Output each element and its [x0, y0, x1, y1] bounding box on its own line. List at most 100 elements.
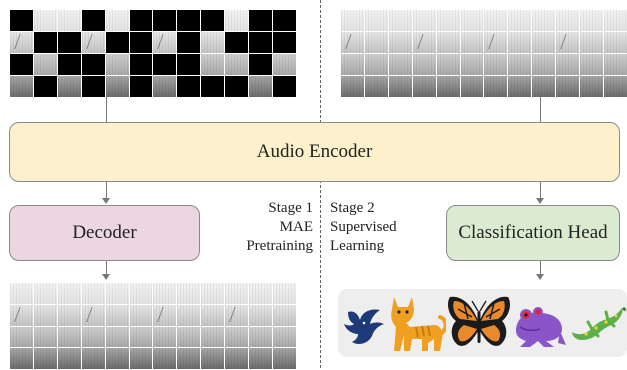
spectrogram-patch — [129, 326, 153, 348]
spectrogram-patch — [177, 32, 201, 53]
spectrogram-patch — [364, 76, 388, 97]
spectrogram-patch — [412, 54, 436, 75]
spectrogram-patch — [508, 10, 532, 31]
spectrogram-patch — [532, 32, 556, 53]
spectrogram-patch — [57, 283, 81, 304]
spectrogram-patch — [10, 10, 33, 31]
stage1-line2: MAE — [279, 219, 313, 235]
spectrogram-patch — [436, 76, 460, 97]
spectrogram-patch — [177, 76, 201, 97]
spectrogram-patch — [225, 348, 249, 369]
spectrogram-patch — [105, 76, 129, 97]
spectrogram-patch — [81, 283, 105, 304]
spectrogram-patch — [388, 54, 412, 75]
arrowhead-animals — [536, 274, 544, 280]
spectrogram-patch — [484, 54, 508, 75]
spectrogram-patch — [57, 304, 81, 326]
spectrogram-patch — [81, 304, 105, 326]
spectrogram-patch — [10, 304, 33, 326]
stage2-label: Stage 2 Supervised Learning — [330, 199, 440, 256]
spectrogram-patch — [273, 32, 296, 53]
classification-head-label: Classification Head — [458, 222, 608, 243]
spectrogram-patch — [273, 76, 296, 97]
spectrogram-patch — [484, 76, 508, 97]
spectrogram-patch — [177, 54, 201, 75]
spectrogram-patch — [508, 54, 532, 75]
spectrogram-patch — [153, 348, 177, 369]
spectrogram-patch — [225, 10, 249, 31]
spectrogram-patch — [532, 54, 556, 75]
spectrogram-patch — [273, 54, 296, 75]
butterfly-icon — [448, 296, 510, 346]
spectrogram-patch — [273, 348, 296, 369]
spectrogram-patch — [508, 76, 532, 97]
arrowhead-decoder — [102, 198, 110, 204]
animal-classes-panel — [338, 289, 627, 357]
spectrogram-patch — [580, 32, 604, 53]
spectrogram-patch — [604, 54, 627, 75]
spectrogram-patch — [249, 32, 273, 53]
spectrogram-patch — [201, 283, 225, 304]
spectrogram-patch — [129, 10, 153, 31]
spectrogram-patch — [249, 10, 273, 31]
spectrogram-patch — [201, 76, 225, 97]
spectrogram-patch — [388, 76, 412, 97]
spectrogram-patch — [580, 54, 604, 75]
spectrogram-patch — [33, 304, 57, 326]
connector-decoder-output — [106, 260, 107, 275]
spectrogram-patch — [364, 54, 388, 75]
spectrogram-patch — [201, 10, 225, 31]
spectrogram-patch — [341, 54, 364, 75]
spectrogram-patch — [388, 32, 412, 53]
spectrogram-patch — [81, 326, 105, 348]
connector-encoder-head — [540, 181, 541, 198]
spectrogram-patch — [225, 54, 249, 75]
spectrogram-patch — [249, 54, 273, 75]
spectrogram-patch — [556, 54, 580, 75]
spectrogram-patch — [341, 32, 364, 53]
spectrogram-patch — [364, 32, 388, 53]
spectrogram-patch — [177, 283, 201, 304]
stage1-line3: Pretraining — [246, 238, 313, 254]
decoder-box: Decoder — [9, 205, 200, 261]
connector-encoder-decoder — [106, 181, 107, 198]
spectrogram-patch — [153, 32, 177, 53]
spectrogram-patch — [201, 54, 225, 75]
spectrogram-patch — [436, 32, 460, 53]
spectrogram-patch — [249, 304, 273, 326]
spectrogram-patch — [580, 10, 604, 31]
stage2-line2: Supervised — [330, 219, 397, 235]
spectrogram-patch — [201, 304, 225, 326]
spectrogram-patch — [388, 10, 412, 31]
spectrogram-patch — [153, 326, 177, 348]
spectrogram-patch — [10, 326, 33, 348]
spectrogram-patch — [81, 54, 105, 75]
stage-divider — [320, 0, 321, 368]
reconstructed-spectrogram — [9, 282, 297, 370]
spectrogram-patch — [460, 54, 484, 75]
spectrogram-patch — [273, 10, 296, 31]
spectrogram-patch — [10, 283, 33, 304]
bird-icon — [344, 309, 384, 344]
spectrogram-patch — [201, 326, 225, 348]
spectrogram-patch — [33, 283, 57, 304]
spectrogram-patch — [153, 10, 177, 31]
spectrogram-patch — [105, 32, 129, 53]
classification-head-box: Classification Head — [446, 205, 620, 261]
connector-head-output — [540, 260, 541, 275]
spectrogram-patch — [105, 304, 129, 326]
spectrogram-patch — [436, 54, 460, 75]
spectrogram-patch — [57, 10, 81, 31]
spectrogram-patch — [341, 76, 364, 97]
spectrogram-patch — [10, 76, 33, 97]
spectrogram-patch — [57, 326, 81, 348]
spectrogram-patch — [57, 348, 81, 369]
spectrogram-patch — [225, 326, 249, 348]
spectrogram-patch — [177, 10, 201, 31]
stage2-line3: Learning — [330, 238, 385, 254]
spectrogram-patch — [556, 76, 580, 97]
lizard-icon — [572, 307, 627, 340]
cat-icon — [391, 297, 446, 351]
spectrogram-patch — [249, 348, 273, 369]
spectrogram-patch — [33, 32, 57, 53]
